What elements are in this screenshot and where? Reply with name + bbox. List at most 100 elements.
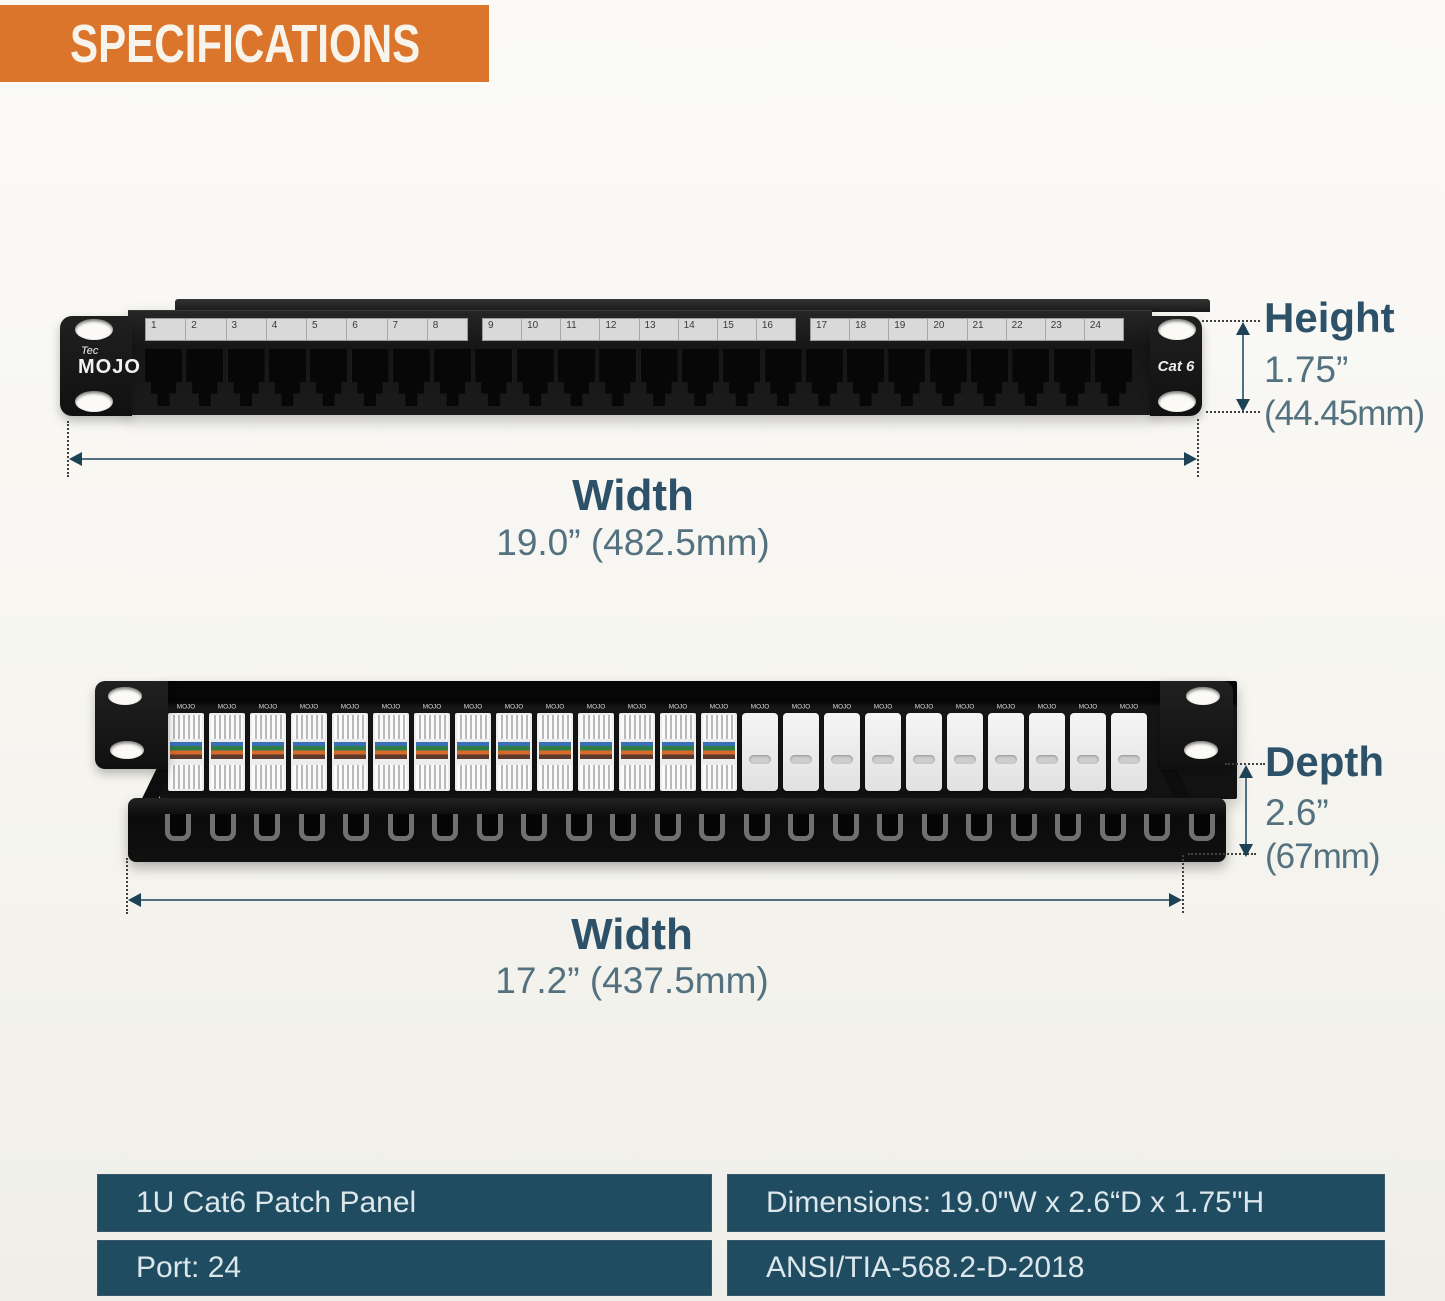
module-brand-label: MOJO [668,703,688,711]
rear-width-value: 17.2” (437.5mm) [495,960,769,1001]
keystone-module: MOJO [209,701,245,791]
category-label: Cat 6 [1157,358,1195,375]
punchdown-block-capped [988,713,1024,791]
depth-metric: (67mm) [1265,837,1381,876]
keystone-module: MOJO [865,701,901,791]
mounting-hole-icon [1184,741,1218,759]
punchdown-block-wired [373,713,409,791]
wire-color-stripes [252,742,284,759]
mounting-ear-left [60,316,132,416]
keystone-module: MOJO [619,701,655,791]
height-metric: (44.45mm) [1264,394,1425,433]
punchdown-block-wired [209,713,245,791]
module-brand-label: MOJO [504,703,524,711]
port-number-label: 19 [889,319,929,340]
wire-color-stripes [416,742,448,759]
punchdown-block-wired [496,713,532,791]
punchdown-block-capped [1070,713,1106,791]
depth-dotted-top [1225,763,1265,765]
front-width-arrow [69,452,1197,466]
cable-slot [565,814,592,841]
width-dotted-right [1197,419,1199,477]
port-number-label: 21 [968,319,1007,340]
wire-color-stripes [580,742,612,759]
port-number-label: 15 [718,319,757,340]
cable-slot [1055,814,1081,841]
punchdown-block-capped [1029,713,1065,791]
depth-arrow [1239,765,1253,857]
module-brand-label: MOJO [709,703,729,711]
mounting-ear-right [1160,681,1233,769]
mounting-hole-icon [75,391,113,412]
mounting-hole-icon [110,741,144,759]
wire-color-stripes [703,742,735,759]
cable-slot [432,814,458,841]
wire-color-stripes [457,742,489,759]
module-brand-label: MOJO [586,703,606,711]
module-brand-label: MOJO [1119,703,1139,711]
cable-slot [165,814,191,841]
cable-slot [209,814,236,841]
keystone-module: MOJO [332,701,368,791]
keystone-module: MOJO [250,701,286,791]
module-brand-label: MOJO [627,703,647,711]
wire-color-stripes [170,742,202,759]
mounting-ear-left [95,681,168,769]
height-dotted-bottom [1206,411,1260,413]
cable-slot [387,814,414,841]
punchdown-block-capped [742,713,778,791]
module-brand-label: MOJO [340,703,360,711]
punchdown-block-capped [906,713,942,791]
port-number-label: 3 [227,319,267,340]
port-number-label: 24 [1089,320,1101,331]
module-brand-label: MOJO [545,703,565,711]
cable-slot [743,814,770,841]
punchdown-block-capped [947,713,983,791]
wire-color-stripes [662,742,694,759]
punchdown-block-wired [578,713,614,791]
keystone-module: MOJO [1111,701,1147,791]
cable-slot [699,814,725,841]
keystone-module: MOJO [906,701,942,791]
spec-cell-standard: ANSI/TIA-568.2-D-2018 [727,1240,1385,1296]
port-number-label: 18 [850,319,890,340]
keystone-module: MOJO [455,701,491,791]
keystone-module: MOJO [988,701,1024,791]
keystone-module: MOJO [537,701,573,791]
keystone-module: MOJO [660,701,696,791]
port-number-label: 1 [146,319,187,340]
port-number-label: 16 [761,320,773,331]
keystone-module: MOJO [1029,701,1065,791]
keystone-module: MOJO [742,701,778,791]
punchdown-block-capped [1111,713,1147,791]
mounting-hole-icon [1158,391,1196,412]
spec-cell-product: 1U Cat6 Patch Panel [97,1174,712,1232]
banner-title: SPECIFICATIONS [70,13,421,74]
keystone-module: MOJO [1070,701,1106,791]
punchdown-block-wired [414,713,450,791]
module-brand-label: MOJO [463,703,483,711]
module-brand-label: MOJO [832,703,852,711]
module-brand-label: MOJO [791,703,811,711]
punchdown-block-wired [701,713,737,791]
port-number-label: 20 [928,319,968,340]
cable-slot [343,814,369,841]
mounting-ear-right [1150,316,1202,416]
punchdown-block-wired [455,713,491,791]
punchdown-block-wired [660,713,696,791]
punchdown-block-wired [619,713,655,791]
port-number-label: 22 [1007,319,1046,340]
cable-slot [788,814,814,841]
keystone-module: MOJO [947,701,983,791]
rear-width-dotted-left [126,858,128,914]
cable-slot [610,814,636,841]
depth-dotted-bottom [1188,853,1256,855]
cable-slot [1188,814,1215,841]
module-brand-label: MOJO [873,703,893,711]
brand-logo: Tec MOJO [78,346,141,378]
